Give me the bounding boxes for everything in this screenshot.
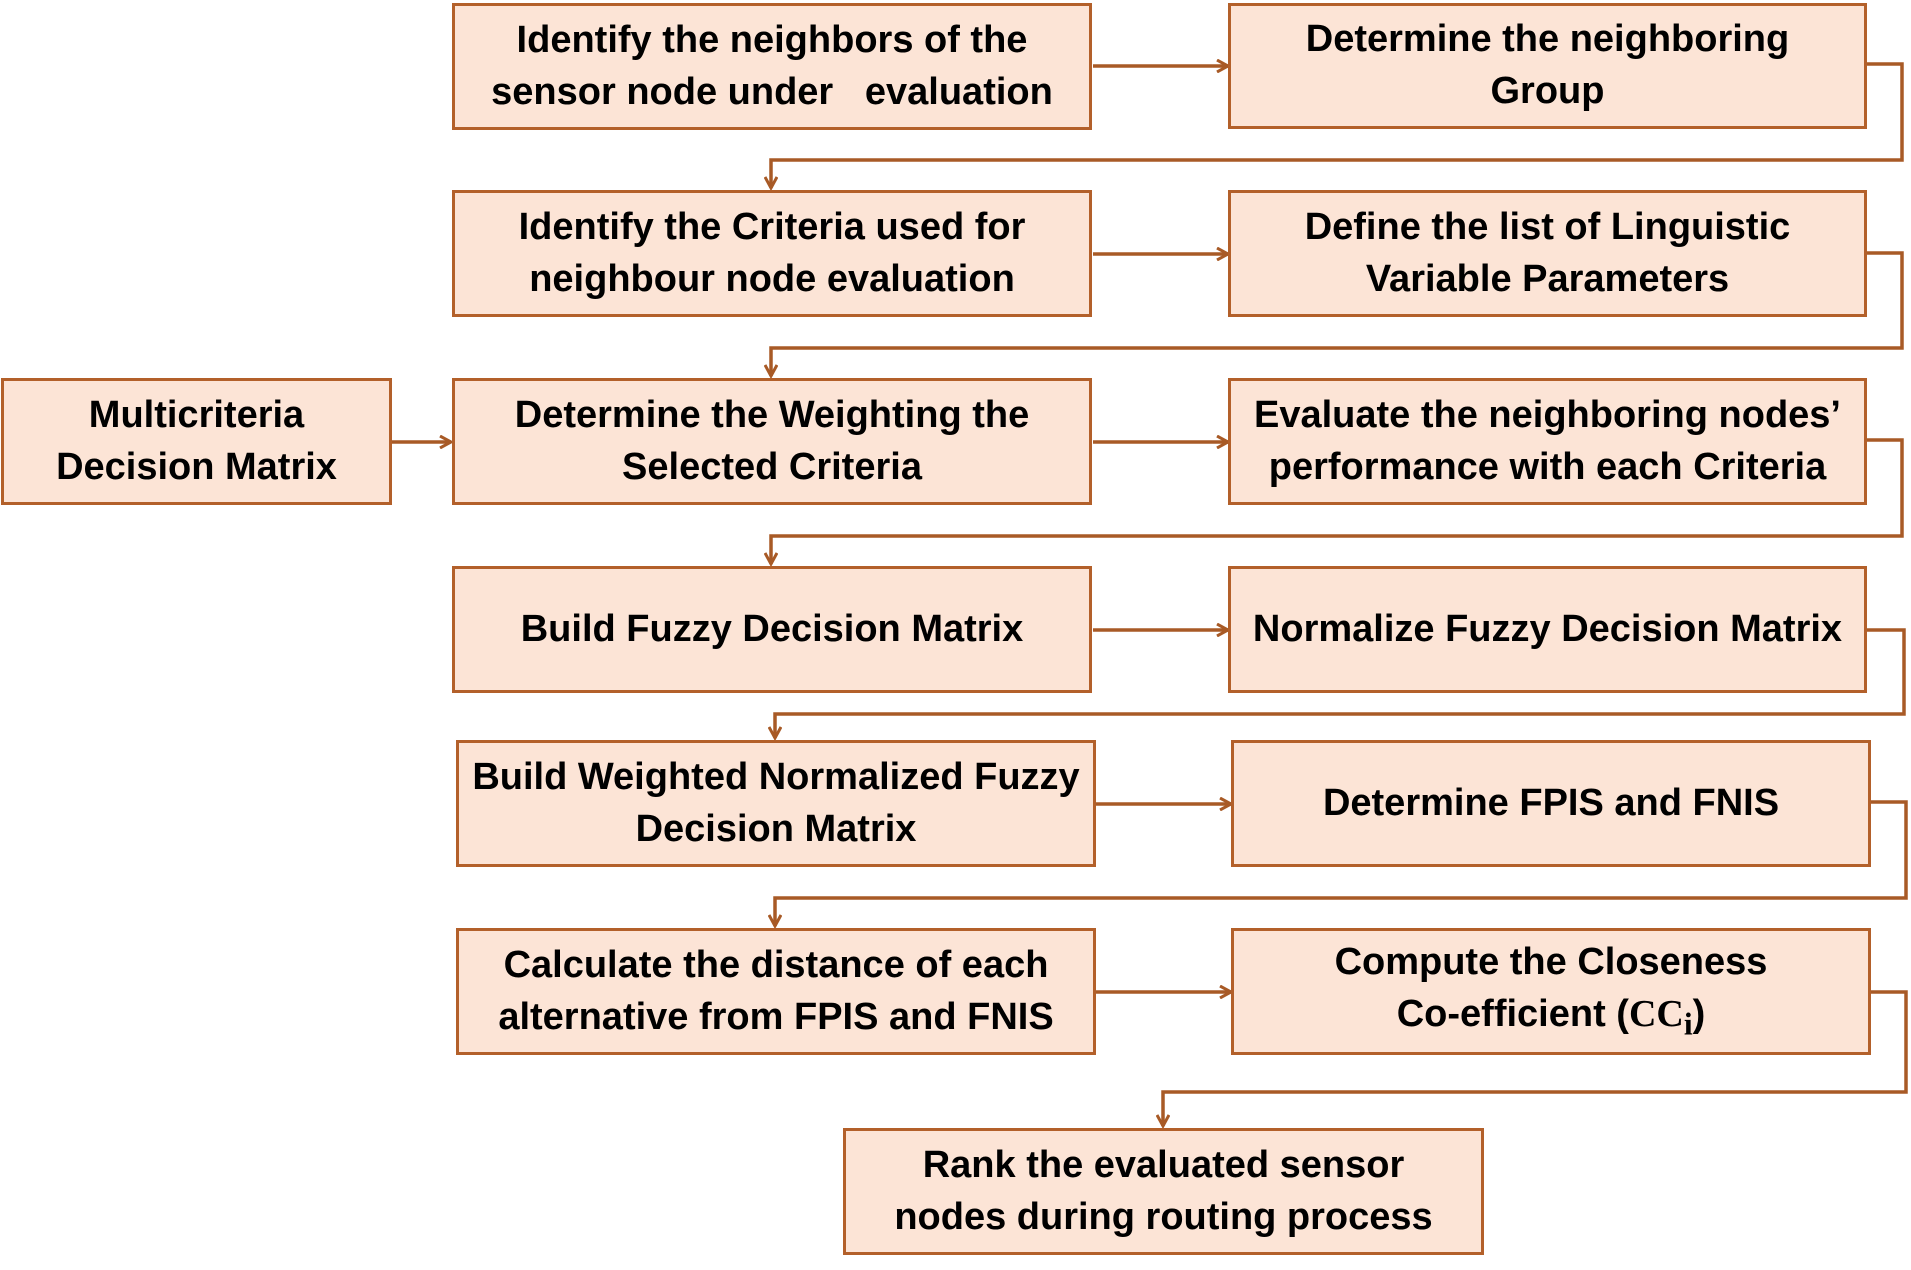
step-determine-group-label: Determine the neighboring Group (1305, 18, 1790, 112)
connector-linguistic-to-weighting (771, 251, 1904, 376)
step-identify-neighbors-label: Identify the neighbors of the sensor nod… (491, 18, 1053, 113)
multicriteria-decision-matrix: Multicriteria Decision Matrix (1, 378, 392, 505)
closeness-symbol: CC (1628, 993, 1684, 1035)
step-build-weighted-matrix: Build Weighted Normalized Fuzzy Decision… (456, 740, 1096, 867)
step-build-weighted-matrix-label: Build Weighted Normalized Fuzzy Decision… (472, 755, 1080, 850)
step-determine-fpis-fnis: Determine FPIS and FNIS (1231, 740, 1871, 867)
step-normalize-fuzzy-matrix: Normalize Fuzzy Decision Matrix (1228, 566, 1867, 693)
closeness-text: Compute the Closeness Co-efficient ( (1334, 941, 1768, 1035)
step-evaluate-performance-label: Evaluate the neighboring nodes’ performa… (1254, 393, 1841, 488)
step-determine-weighting: Determine the Weighting the Selected Cri… (452, 378, 1092, 505)
step-rank-nodes: Rank the evaluated sensor nodes during r… (843, 1128, 1484, 1255)
step-build-fuzzy-matrix-label: Build Fuzzy Decision Matrix (520, 607, 1024, 650)
closeness-close: ) (1692, 993, 1706, 1035)
step-determine-weighting-label: Determine the Weighting the Selected Cri… (514, 393, 1030, 488)
step-build-fuzzy-matrix: Build Fuzzy Decision Matrix (452, 566, 1092, 693)
step-define-linguistic-label: Define the list of Linguistic Variable P… (1304, 205, 1791, 300)
step-define-linguistic: Define the list of Linguistic Variable P… (1228, 190, 1867, 317)
step-identify-neighbors: Identify the neighbors of the sensor nod… (452, 3, 1092, 130)
connector-group-to-criteria (771, 62, 1904, 188)
step-calculate-distance: Calculate the distance of each alternati… (456, 928, 1096, 1055)
multicriteria-decision-matrix-label: Multicriteria Decision Matrix (56, 393, 337, 488)
connector-fpis-to-distance (775, 800, 1908, 926)
step-compute-closeness: Compute the Closeness Co-efficient (CCi) (1231, 928, 1871, 1055)
step-calculate-distance-label: Calculate the distance of each alternati… (498, 943, 1054, 1038)
connector-evaluate-to-build-fuzzy (771, 438, 1904, 564)
connector-normalize-to-weighted (775, 628, 1906, 738)
step-identify-criteria-label: Identify the Criteria used for neighbour… (518, 205, 1026, 300)
connector-closeness-to-rank (1163, 990, 1908, 1126)
step-compute-closeness-label: Compute the Closeness Co-efficient (CCi) (1244, 937, 1858, 1045)
step-determine-fpis-fnis-label: Determine FPIS and FNIS (1322, 781, 1780, 824)
step-rank-nodes-label: Rank the evaluated sensor nodes during r… (894, 1143, 1433, 1238)
step-evaluate-performance: Evaluate the neighboring nodes’ performa… (1228, 378, 1867, 505)
closeness-subscript: i (1683, 1006, 1693, 1042)
step-determine-group: Determine the neighboring Group (1228, 3, 1867, 129)
step-identify-criteria: Identify the Criteria used for neighbour… (452, 190, 1092, 317)
step-normalize-fuzzy-matrix-label: Normalize Fuzzy Decision Matrix (1252, 607, 1843, 650)
